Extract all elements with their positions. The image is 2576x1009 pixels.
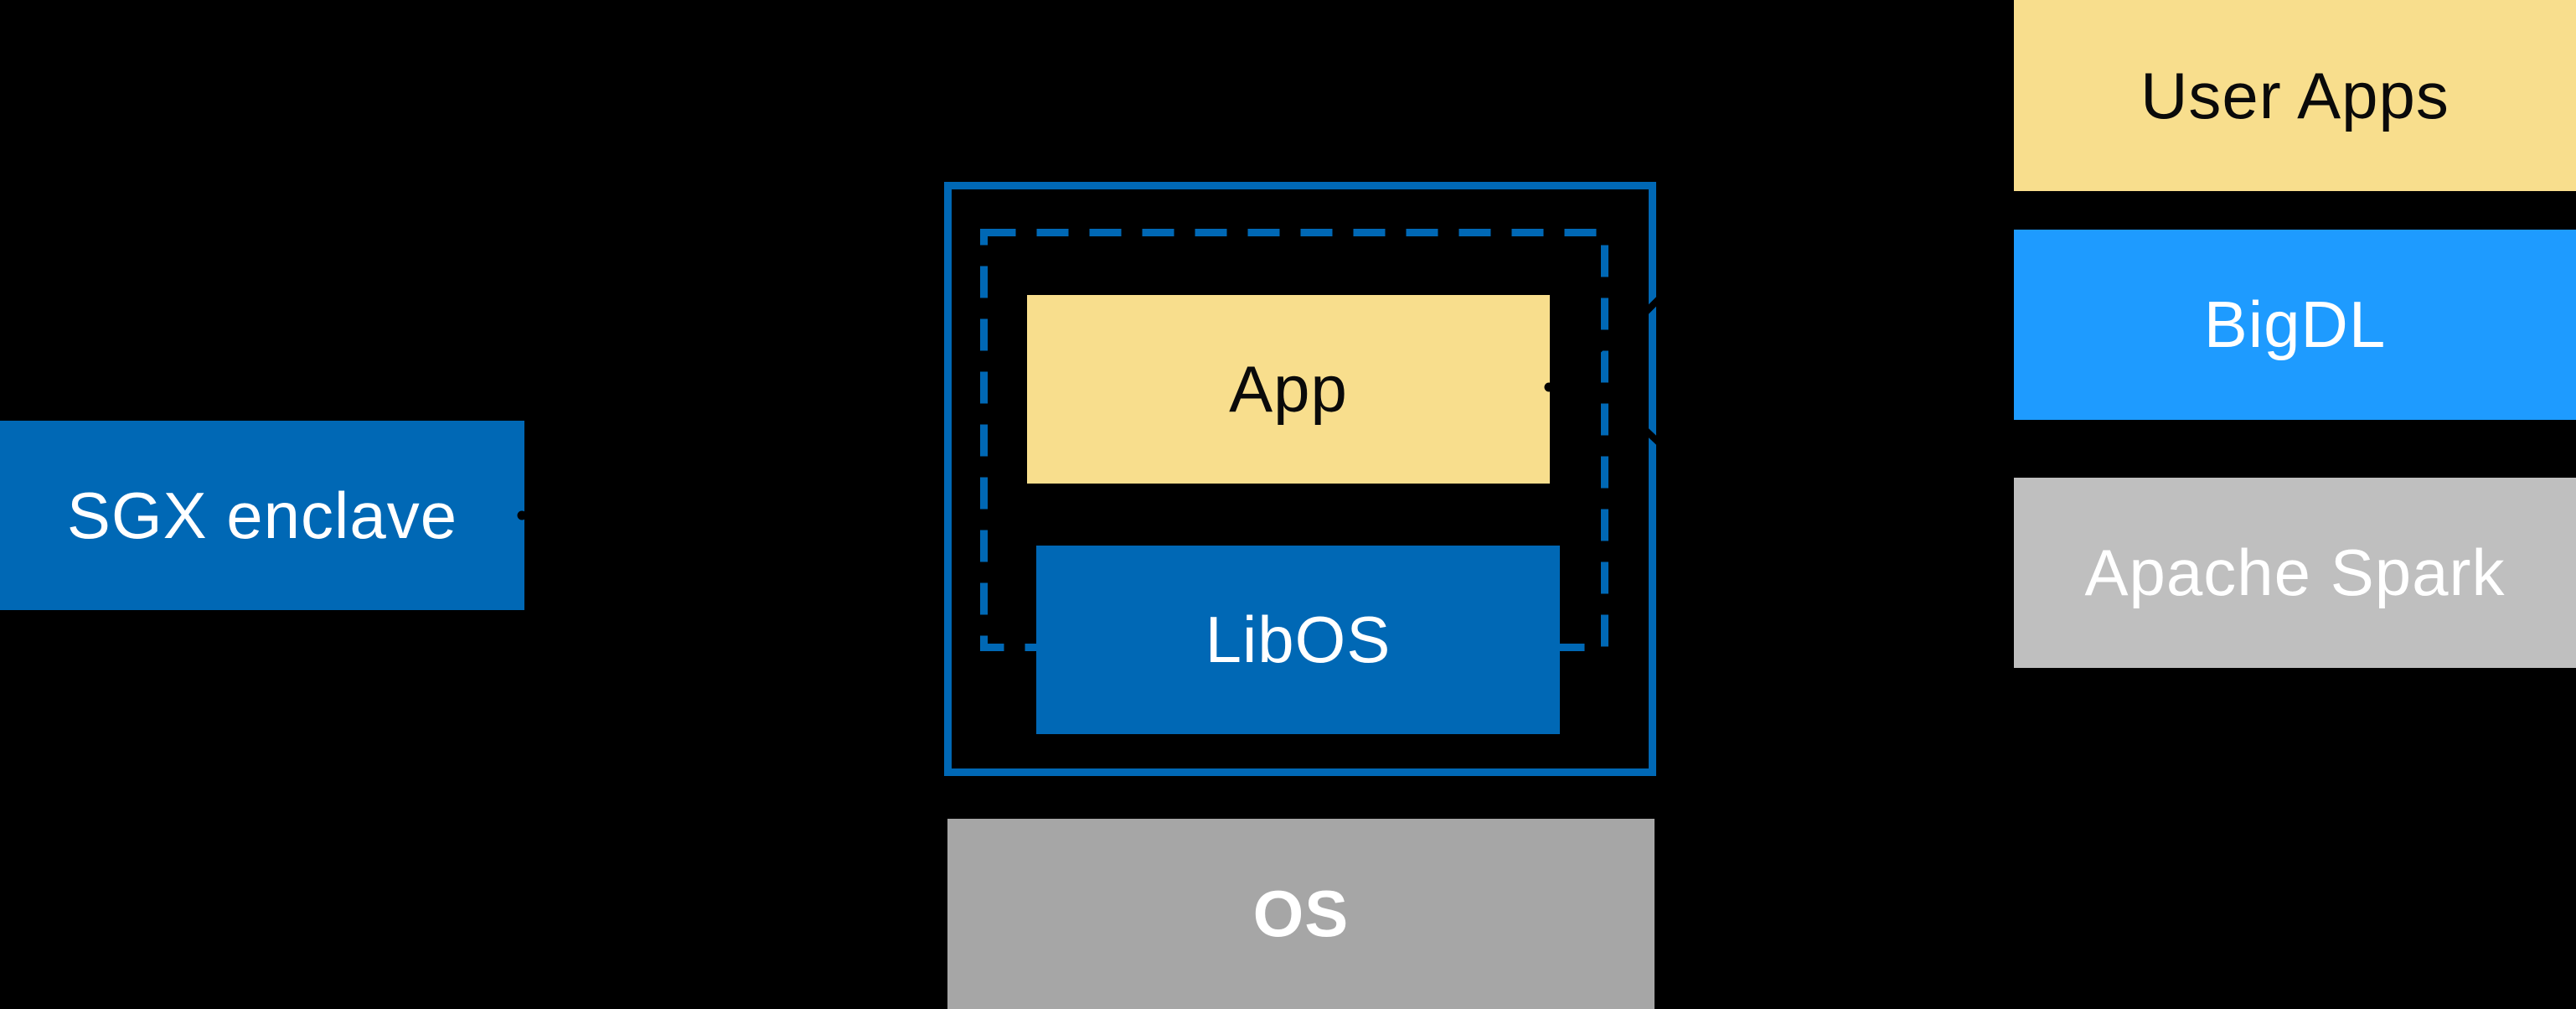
- libos-box: LibOS: [1036, 546, 1560, 734]
- connector-stub-dashed-line: [1596, 329, 1617, 353]
- app-label: App: [1229, 352, 1348, 426]
- bigdl-box: BigDL: [2014, 230, 2576, 420]
- host-process-box: [944, 182, 1656, 776]
- connector-stub-lower-right: [1640, 425, 1663, 447]
- os-label: OS: [1252, 877, 1350, 950]
- connector-dot-app: [1544, 382, 1554, 392]
- user-apps-label: User Apps: [2140, 58, 2450, 132]
- apache-spark-label: Apache Spark: [2084, 536, 2506, 609]
- os-box: OS: [947, 819, 1655, 1009]
- sgx-enclave-box: SGX enclave: [0, 421, 524, 610]
- app-box: App: [1027, 295, 1550, 484]
- sgx-enclave-label: SGX enclave: [66, 478, 458, 552]
- connector-stub-upper-right: [1641, 293, 1665, 317]
- user-apps-box: User Apps: [2014, 0, 2576, 191]
- bigdl-label: BigDL: [2203, 287, 2387, 361]
- libos-label: LibOS: [1205, 603, 1391, 676]
- connector-dot-sgx: [517, 510, 527, 520]
- apache-spark-box: Apache Spark: [2014, 478, 2576, 668]
